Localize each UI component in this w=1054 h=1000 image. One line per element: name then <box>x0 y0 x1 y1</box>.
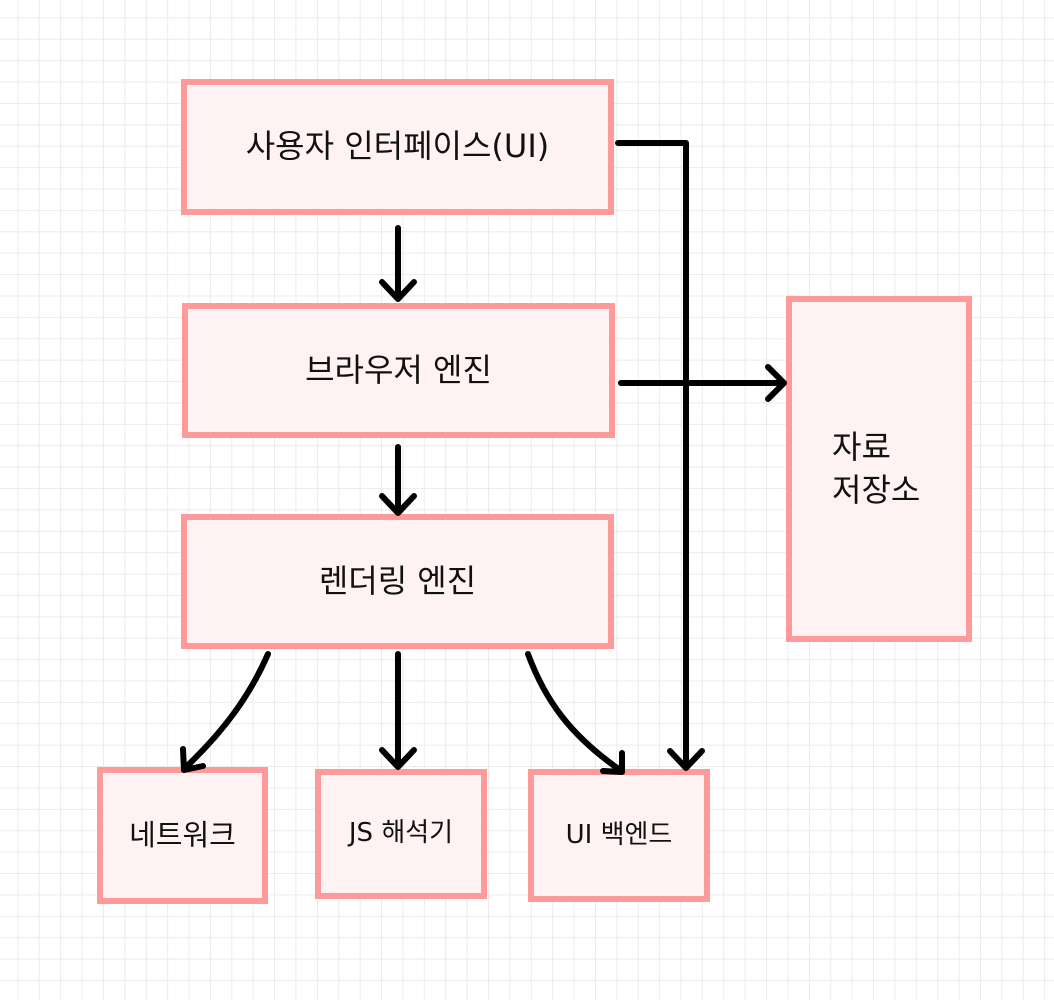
ui-box: 사용자 인터페이스(UI) <box>181 79 614 215</box>
network-box: 네트워크 <box>97 767 268 904</box>
arrow-rendering-engine-to-ui-backend <box>525 651 625 775</box>
arrow-rendering-engine-to-network <box>180 651 271 773</box>
arrow-rendering-engine-to-js-interpreter <box>379 651 417 770</box>
storage-box: 자료 저장소 <box>786 296 972 642</box>
js-interpreter-label: JS 해석기 <box>348 818 454 849</box>
ui-backend-label: UI 백엔드 <box>565 819 673 850</box>
storage-label: 자료 저장소 <box>832 428 921 510</box>
arrow-browser-engine-to-rendering-engine <box>379 444 417 516</box>
ui-label: 사용자 인터페이스(UI) <box>245 127 550 166</box>
network-label: 네트워크 <box>129 817 236 852</box>
rendering-engine-box: 렌더링 엔진 <box>181 514 614 649</box>
browser-engine-label: 브라우저 엔진 <box>305 350 492 389</box>
browser-engine-box: 브라우저 엔진 <box>182 303 615 438</box>
arrow-ui-to-ui-backend <box>615 140 705 771</box>
rendering-engine-label: 렌더링 엔진 <box>318 561 477 600</box>
ui-backend-box: UI 백엔드 <box>528 769 710 902</box>
arrow-ui-to-browser-engine <box>379 225 417 302</box>
js-interpreter-box: JS 해석기 <box>315 769 487 899</box>
arrow-browser-engine-to-storage <box>618 364 787 402</box>
